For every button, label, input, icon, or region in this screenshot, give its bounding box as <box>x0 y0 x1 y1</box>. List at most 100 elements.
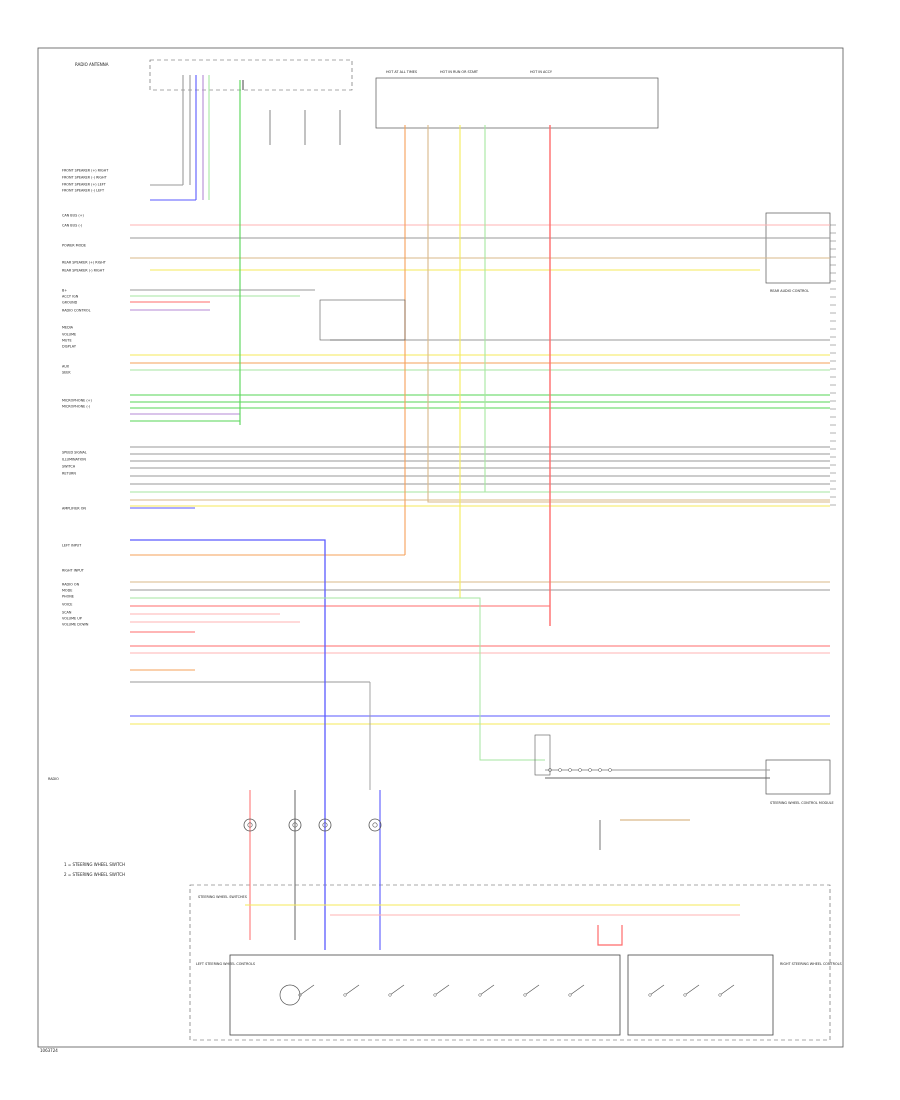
switch-node <box>388 993 392 997</box>
left-label: GROUND <box>62 301 78 305</box>
component-box <box>534 734 551 776</box>
steering-module-label: STEERING WHEEL CONTROL MODULE <box>770 801 834 805</box>
component-box <box>319 299 406 341</box>
switch-node <box>568 993 572 997</box>
fuse-block <box>375 77 659 129</box>
blue-wire <box>130 539 326 950</box>
left-label: FRONT SPEAKER (+) LEFT <box>62 183 107 187</box>
switch-assembly-box <box>189 884 831 1041</box>
left-label: MICROPHONE (+) <box>62 399 93 403</box>
switch-contact <box>649 984 665 996</box>
fuse-label-1: HOT AT ALL TIMES <box>386 70 417 74</box>
left-label: B+ <box>62 289 67 293</box>
left-label: RETURN <box>62 472 76 476</box>
switch-contact <box>389 984 405 996</box>
left-label: ACCY IGN <box>62 295 79 299</box>
connector-circle <box>318 818 332 832</box>
switch-contact <box>719 984 735 996</box>
module-symbol <box>279 984 301 1006</box>
rear-audio-label: REAR AUDIO CONTROL <box>770 289 809 293</box>
switch-contact <box>479 984 495 996</box>
steering-module-box <box>765 759 831 795</box>
radio-label: RADIO <box>48 777 59 781</box>
antenna-connector-box <box>149 59 353 91</box>
fuse-label-3: HOT IN ACCY <box>530 70 553 74</box>
left-label: FRONT SPEAKER (-) RIGHT <box>62 176 108 180</box>
left-label: SCAN <box>62 611 72 615</box>
left-label: DISPLAY <box>62 345 77 349</box>
fuse-label-2: HOT IN RUN OR START <box>440 70 479 74</box>
switch-node <box>523 993 527 997</box>
left-label: SEEK <box>62 371 71 375</box>
switch-node <box>718 993 722 997</box>
connector-circle <box>243 818 257 832</box>
component-group <box>243 224 836 1006</box>
left-label: PHONE <box>62 595 74 599</box>
left-label: LEFT INPUT <box>62 544 82 548</box>
left-label: CAN BUS (+) <box>62 214 85 218</box>
switch-contact <box>434 984 450 996</box>
left-label: AUX <box>62 365 70 369</box>
note-2: 2 = STEERING WHEEL SWITCH <box>64 872 125 877</box>
left-switch-box <box>229 954 621 1036</box>
switch-contact <box>684 984 700 996</box>
note-1: 1 = STEERING WHEEL SWITCH <box>64 862 125 867</box>
left-label: SPEED SIGNAL <box>62 451 87 455</box>
left-label: FRONT SPEAKER (-) LEFT <box>62 189 105 193</box>
left-label: MICROPHONE (-) <box>62 405 91 409</box>
left-label: REAR SPEAKER (+) RIGHT <box>62 261 107 265</box>
switch-node <box>478 993 482 997</box>
left-label: RIGHT INPUT <box>62 569 85 573</box>
green-wire <box>130 597 545 761</box>
diagram-frame <box>37 47 844 1048</box>
switch-node <box>433 993 437 997</box>
bottom-left-box-label: LEFT STEERING WHEEL CONTROLS <box>196 962 255 966</box>
left-label: MEDIA <box>62 326 74 330</box>
left-label: MUTE <box>62 339 72 343</box>
left-label: VOLUME UP <box>62 617 82 621</box>
splice <box>578 768 582 772</box>
wire-group <box>130 75 830 950</box>
fuse-wire <box>427 125 830 503</box>
right-switch-box <box>627 954 774 1036</box>
left-label: POWER MODE <box>62 244 86 248</box>
switch-contact <box>299 984 315 996</box>
left-label: VOLUME DOWN <box>62 623 89 627</box>
rear-audio-box <box>765 212 831 284</box>
antenna-label: RADIO ANTENNA <box>75 62 109 67</box>
left-label: ILLUMINATION <box>62 458 86 462</box>
left-label-group: FRONT SPEAKER (+) RIGHT FRONT SPEAKER (-)… <box>62 169 109 627</box>
connector-circle <box>292 822 298 828</box>
splice <box>558 768 562 772</box>
switch-node <box>683 993 687 997</box>
splice <box>608 768 612 772</box>
footer-code: 1063724 <box>40 1048 58 1053</box>
switch-node <box>343 993 347 997</box>
left-label: RADIO CONTROL <box>62 309 91 313</box>
connector-circle <box>368 818 382 832</box>
connector-circle <box>372 822 378 828</box>
left-label: CAN BUS (-) <box>62 224 83 228</box>
splice <box>588 768 592 772</box>
left-label: AMPLIFIER ON <box>62 507 86 511</box>
red-wire <box>597 925 623 946</box>
switch-contact <box>344 984 360 996</box>
switch-contact <box>524 984 540 996</box>
switch-node <box>648 993 652 997</box>
fuse-wire <box>484 125 830 493</box>
connector-circle <box>288 818 302 832</box>
left-label: VOLUME <box>62 333 76 337</box>
switch-contact <box>569 984 585 996</box>
bottom-right-box-label: RIGHT STEERING WHEEL CONTROLS <box>780 962 842 966</box>
left-label: SWITCH <box>62 465 76 469</box>
left-label: FRONT SPEAKER (+) RIGHT <box>62 169 109 173</box>
connector-circle <box>247 822 253 828</box>
left-label: RADIO ON <box>62 583 80 587</box>
left-label: MODE <box>62 589 72 593</box>
left-label: REAR SPEAKER (-) RIGHT <box>62 269 105 273</box>
splice <box>568 768 572 772</box>
bottom-switch-label: STEERING WHEEL SWITCHES <box>198 895 247 899</box>
splice <box>598 768 602 772</box>
